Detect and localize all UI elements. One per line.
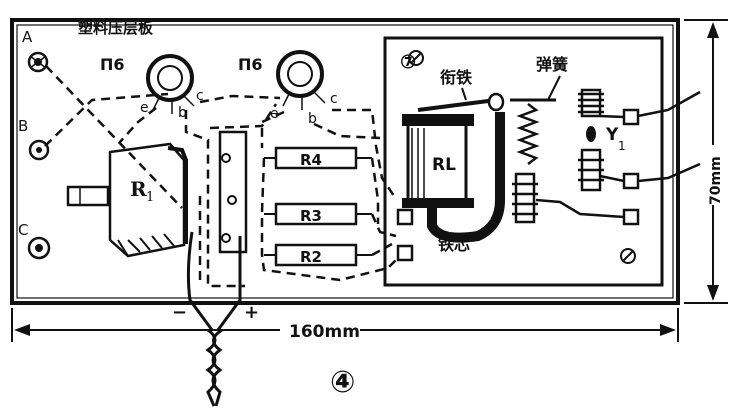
relay-armature-label: 衔铁: [440, 68, 472, 87]
resistor-r2-label: R2: [300, 248, 322, 266]
figure-number: ④: [330, 365, 355, 400]
dashed-wiring: [44, 65, 405, 288]
board: [10, 18, 680, 305]
relay-marker: ⑦: [400, 52, 416, 73]
transistor-1-type: П6: [100, 55, 125, 74]
resistor-r3-label: R3: [300, 207, 322, 225]
relay-module: ⑦ RL 铁芯 衔铁 弹簧 Y 1: [383, 36, 701, 287]
width-label: 160mm: [289, 322, 360, 342]
transistor-2-type: П6: [238, 55, 263, 74]
terminal-a-label: A: [22, 28, 33, 46]
wire-minus-label: −: [172, 302, 187, 323]
terminal-b-label: B: [18, 117, 28, 135]
transistor-1-e: e: [140, 100, 149, 116]
transistor-2: П6 e b c: [238, 50, 338, 127]
transistor-2-c: c: [330, 91, 338, 107]
power-leads: [186, 231, 242, 407]
potentiometer-label-sub: 1: [146, 190, 154, 205]
height-dimension: [684, 19, 728, 304]
relay-contact-label: Y: [605, 125, 619, 145]
resistor-r2: R2: [264, 243, 372, 267]
relay-contact-sub: 1: [618, 139, 626, 153]
board-title: 塑料压层板: [78, 19, 154, 37]
relay-coil-label: RL: [432, 155, 456, 175]
potentiometer-r1: R 1: [66, 142, 188, 258]
transistor-1: П6 e b c: [100, 54, 204, 121]
height-label: 70mm: [708, 156, 724, 205]
resistor-r3: R3: [264, 202, 372, 226]
terminal-strip: [218, 130, 248, 254]
potentiometer-label: R: [130, 177, 147, 201]
transistor-1-c: c: [196, 88, 204, 104]
transistor-1-b: b: [178, 105, 187, 121]
transistor-2-e: e: [270, 106, 279, 122]
terminal-c: C: [18, 221, 51, 260]
wire-plus-label: +: [244, 302, 259, 323]
resistor-r4: R4: [264, 146, 372, 170]
terminal-b: B: [18, 117, 50, 161]
terminal-c-label: C: [18, 221, 28, 239]
relay-core-label: 铁芯: [438, 235, 470, 254]
width-dimension: [11, 308, 679, 342]
resistor-r4-label: R4: [300, 151, 322, 169]
relay-spring-label: 弹簧: [536, 55, 568, 74]
transistor-2-b: b: [308, 111, 317, 127]
terminal-a: A: [22, 28, 49, 73]
